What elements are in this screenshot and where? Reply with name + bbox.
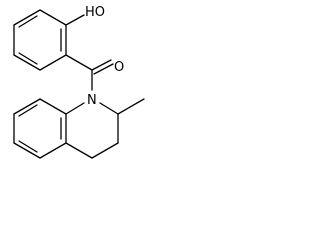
hydroxyl-label: HO <box>85 5 105 20</box>
phenol-ring <box>13 9 67 71</box>
bond <box>39 9 67 26</box>
bond <box>13 98 41 115</box>
bond <box>99 102 119 115</box>
bond <box>65 142 93 159</box>
ring-nitrogen-label: N <box>87 93 97 108</box>
bond <box>91 142 119 159</box>
double-bond-inner <box>18 15 38 28</box>
bond <box>39 54 67 71</box>
bond <box>65 14 85 26</box>
methyl-bond <box>117 98 145 115</box>
bond <box>39 98 67 115</box>
bond <box>65 102 85 115</box>
double-bond-inner <box>18 140 38 153</box>
double-bond-inner <box>18 52 38 65</box>
double-bond-inner <box>18 104 38 117</box>
bond <box>13 142 41 159</box>
bond <box>13 9 41 26</box>
chemical-structure-diagram: HO O N <box>13 5 145 159</box>
double-bond-inner <box>93 63 114 75</box>
carbonyl-oxygen-label: O <box>114 60 124 75</box>
bond <box>13 54 41 71</box>
structure-canvas: HO O N <box>0 0 179 212</box>
bond <box>39 142 67 159</box>
bond <box>65 54 93 71</box>
bond <box>91 59 112 71</box>
benzo-ring <box>13 98 67 159</box>
tetrahydro-ring <box>65 102 119 159</box>
